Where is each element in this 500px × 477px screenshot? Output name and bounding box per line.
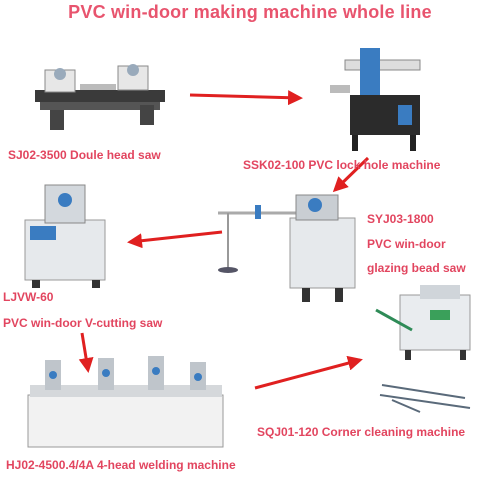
arrow-glazing-to-vcut (127, 230, 223, 249)
arrow-saw-to-lockhole (189, 90, 303, 106)
label-v-cutting-saw-model: LJVW-60 (3, 290, 54, 304)
arrow-vcut-to-welding (78, 332, 94, 373)
v-cutting-saw-image (24, 184, 106, 288)
arrow-lockhole-to-glazing (332, 156, 370, 193)
page-title: PVC win-door making machine whole line (68, 2, 432, 22)
double-head-saw-image (35, 64, 165, 130)
label-lock-hole-machine: SSK02-100 PVC lock hole machine (243, 158, 441, 172)
glazing-bead-saw-image (218, 194, 356, 302)
label-double-head-saw: SJ02-3500 Doule head saw (8, 148, 161, 162)
label-corner-cleaning-machine: SQJ01-120 Corner cleaning machine (257, 425, 466, 439)
welding-machine-image (27, 356, 224, 448)
corner-cleaning-machine-image (375, 285, 471, 413)
label-glazing-bead-saw-line3: glazing bead saw (367, 261, 466, 275)
label-welding-machine: HJ02-4500.4/4A 4-head welding machine (6, 458, 236, 472)
label-glazing-bead-saw-line2: PVC win-door (367, 237, 446, 251)
arrow-welding-to-cleaning (254, 355, 363, 390)
lock-hole-machine-image (330, 48, 421, 151)
label-glazing-bead-saw-model: SYJ03-1800 (367, 212, 434, 226)
label-v-cutting-saw-line2: PVC win-door V-cutting saw (3, 316, 163, 330)
